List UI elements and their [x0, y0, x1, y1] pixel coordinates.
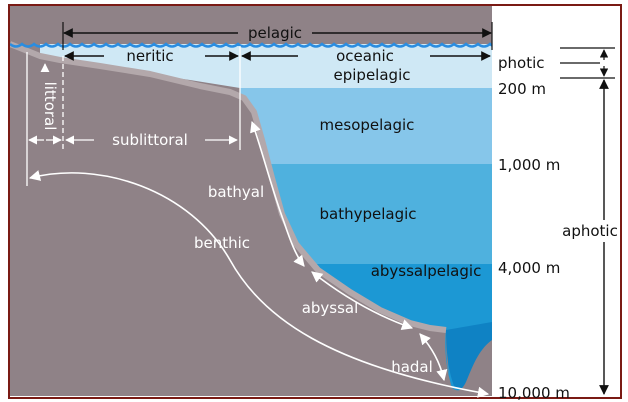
- sublittoral-label: sublittoral: [112, 131, 188, 149]
- bathyal-label: bathyal: [208, 183, 264, 201]
- water-surface: [10, 42, 492, 48]
- depth-label-1000: 1,000 m: [498, 156, 560, 174]
- depth-label-200: 200 m: [498, 80, 546, 98]
- mesopelagic-label: mesopelagic: [320, 116, 415, 134]
- depth-label-4000: 4,000 m: [498, 259, 560, 277]
- pelagic-label: pelagic: [248, 24, 302, 42]
- epipelagic-label: epipelagic: [334, 66, 411, 84]
- bathypelagic-label: bathypelagic: [319, 205, 416, 223]
- aphotic-label: aphotic: [562, 222, 618, 240]
- abyssalpelagic-label: abyssalpelagic: [371, 262, 482, 280]
- photic-label: photic: [498, 54, 545, 72]
- depth-label-10000: 10,000 m: [498, 384, 570, 402]
- neritic-water: [40, 44, 240, 88]
- abyssal-label: abyssal: [302, 299, 359, 317]
- epipelagic-zone: [240, 44, 492, 88]
- oceanic-label: oceanic: [336, 47, 394, 65]
- benthic-label: benthic: [194, 234, 250, 252]
- benthic-arrow: [28, 170, 490, 398]
- littoral-label: littoral: [41, 82, 59, 131]
- neritic-label: neritic: [126, 47, 173, 65]
